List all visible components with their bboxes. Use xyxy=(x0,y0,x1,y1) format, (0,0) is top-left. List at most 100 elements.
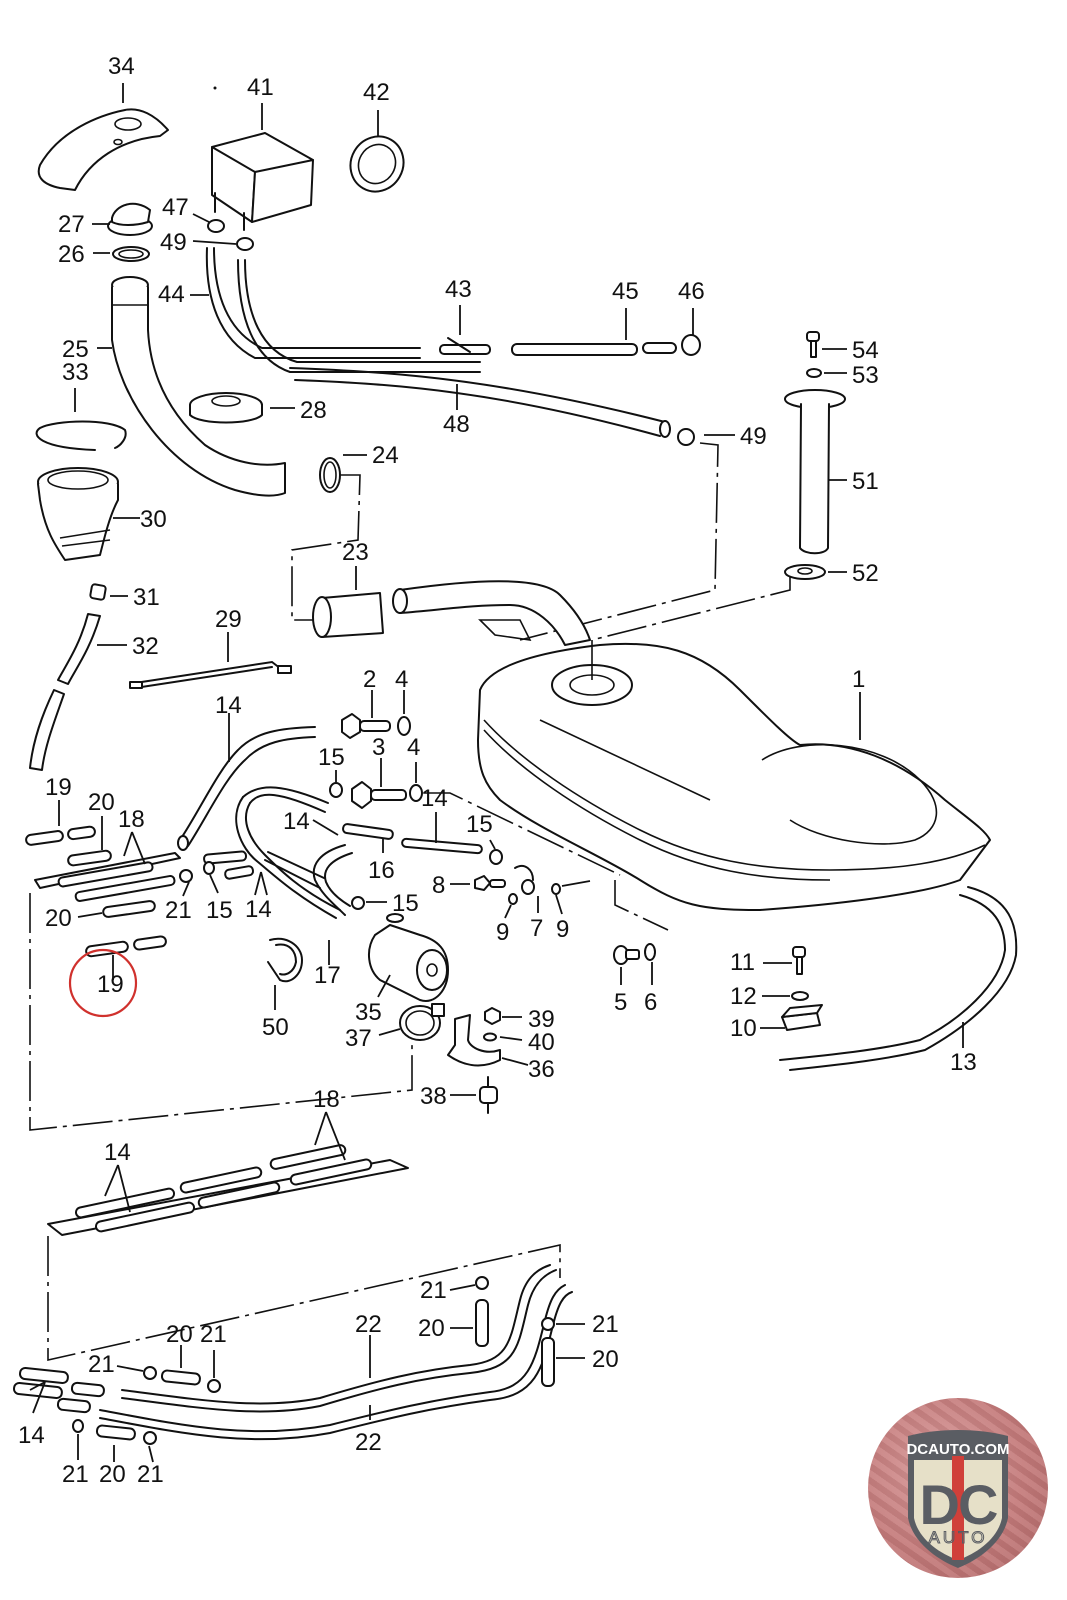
callout-14-straight[interactable]: 14 xyxy=(421,785,448,812)
part-44-vent-hoses xyxy=(190,247,481,373)
callout-14-crossover[interactable]: 14 xyxy=(245,896,272,923)
callout-49-right[interactable]: 49 xyxy=(740,423,767,450)
callout-4-b[interactable]: 4 xyxy=(407,734,420,761)
part-51-fuel-sender xyxy=(784,389,847,555)
callout-14-panel[interactable]: 14 xyxy=(104,1139,131,1166)
callout-26[interactable]: 26 xyxy=(58,241,85,268)
callout-42[interactable]: 42 xyxy=(363,79,390,106)
callout-7[interactable]: 7 xyxy=(530,915,543,942)
callout-5[interactable]: 5 xyxy=(614,989,627,1016)
callout-27[interactable]: 27 xyxy=(58,211,85,238)
callout-15-c[interactable]: 15 xyxy=(392,890,419,917)
speck xyxy=(213,86,217,90)
callout-20-upper[interactable]: 20 xyxy=(88,789,115,816)
callout-21-b2[interactable]: 21 xyxy=(200,1321,227,1348)
callout-54[interactable]: 54 xyxy=(852,337,879,364)
callout-45[interactable]: 45 xyxy=(612,278,639,305)
callout-31[interactable]: 31 xyxy=(133,584,160,611)
callout-19-lower-highlighted[interactable]: 19 xyxy=(97,971,124,998)
callout-1[interactable]: 1 xyxy=(852,666,865,693)
callout-21-b6[interactable]: 21 xyxy=(592,1311,619,1338)
callout-25[interactable]: 25 xyxy=(62,336,89,363)
callout-20-b1[interactable]: 20 xyxy=(166,1321,193,1348)
logo-url: DCAUTO.COM xyxy=(906,1441,1009,1458)
callout-14-bottom[interactable]: 14 xyxy=(18,1422,45,1449)
callout-4-a[interactable]: 4 xyxy=(395,666,408,693)
part-30-filler-neck xyxy=(37,467,140,561)
callout-20-mid[interactable]: 20 xyxy=(45,905,72,932)
callout-48[interactable]: 48 xyxy=(443,411,470,438)
part-47-clip xyxy=(192,213,225,233)
callout-49-top[interactable]: 49 xyxy=(160,229,187,256)
callout-22-upper[interactable]: 22 xyxy=(355,1311,382,1338)
part-27-cap xyxy=(92,202,153,236)
callout-34[interactable]: 34 xyxy=(108,53,135,80)
part-46-plug xyxy=(681,308,701,356)
callout-15-a[interactable]: 15 xyxy=(318,744,345,771)
callout-19-upper[interactable]: 19 xyxy=(45,774,72,801)
callout-47[interactable]: 47 xyxy=(162,194,189,221)
callout-9-a[interactable]: 9 xyxy=(496,919,509,946)
callout-20-b2[interactable]: 20 xyxy=(99,1461,126,1488)
part-21-plug-b3 xyxy=(72,1419,84,1460)
callout-39[interactable]: 39 xyxy=(528,1006,555,1033)
callout-14-upper[interactable]: 14 xyxy=(215,692,242,719)
part-9-washer-b xyxy=(551,880,591,915)
callout-38[interactable]: 38 xyxy=(420,1083,447,1110)
callout-6[interactable]: 6 xyxy=(644,989,657,1016)
part-5-drain-plug xyxy=(613,945,640,985)
callout-51[interactable]: 51 xyxy=(852,468,879,495)
callout-46[interactable]: 46 xyxy=(678,278,705,305)
callout-3[interactable]: 3 xyxy=(372,734,385,761)
callout-23[interactable]: 23 xyxy=(342,539,369,566)
callout-18-left[interactable]: 18 xyxy=(118,806,145,833)
callout-9-b[interactable]: 9 xyxy=(556,916,569,943)
callout-16[interactable]: 16 xyxy=(368,857,395,884)
callout-13[interactable]: 13 xyxy=(950,1049,977,1076)
callout-17[interactable]: 17 xyxy=(314,962,341,989)
callout-11[interactable]: 11 xyxy=(730,949,755,976)
callout-35[interactable]: 35 xyxy=(355,999,382,1026)
callout-20-b4[interactable]: 20 xyxy=(592,1346,619,1373)
part-21-plug-b4 xyxy=(143,1431,157,1463)
callout-29[interactable]: 29 xyxy=(215,606,242,633)
part-35-fuel-pump xyxy=(368,913,449,1002)
callout-21-b4[interactable]: 21 xyxy=(137,1461,164,1488)
part-15-clip-b xyxy=(489,839,503,865)
callout-53[interactable]: 53 xyxy=(852,362,879,389)
callout-20-b3[interactable]: 20 xyxy=(418,1315,445,1342)
callout-21-b5[interactable]: 21 xyxy=(420,1277,447,1304)
part-14-hoses-bottom xyxy=(12,1367,105,1414)
callout-18-panel[interactable]: 18 xyxy=(313,1086,340,1113)
callout-21-upper[interactable]: 21 xyxy=(165,897,192,924)
part-29-ground-strap xyxy=(129,632,292,689)
callout-50[interactable]: 50 xyxy=(262,1014,289,1041)
callout-52[interactable]: 52 xyxy=(852,560,879,587)
callout-22-lower[interactable]: 22 xyxy=(355,1429,382,1456)
callout-21-b1[interactable]: 21 xyxy=(88,1351,115,1378)
part-32-drain-hose xyxy=(29,613,127,771)
callout-30[interactable]: 30 xyxy=(140,506,167,533)
logo-monogram: DC xyxy=(920,1473,997,1536)
callout-8[interactable]: 8 xyxy=(432,872,445,899)
callout-37[interactable]: 37 xyxy=(345,1025,372,1052)
callout-15-d[interactable]: 15 xyxy=(206,897,233,924)
callout-40[interactable]: 40 xyxy=(528,1029,555,1056)
callout-36[interactable]: 36 xyxy=(528,1056,555,1083)
callout-33[interactable]: 33 xyxy=(62,359,89,386)
callout-2[interactable]: 2 xyxy=(363,666,376,693)
callout-15-b[interactable]: 15 xyxy=(466,811,493,838)
callout-14-loop[interactable]: 14 xyxy=(283,808,310,835)
callout-24[interactable]: 24 xyxy=(372,442,399,469)
part-9-washer-a xyxy=(504,893,518,919)
callout-12[interactable]: 12 xyxy=(730,983,757,1010)
part-6-washer xyxy=(644,943,656,985)
part-20-hose-b1 xyxy=(160,1345,201,1386)
callout-32[interactable]: 32 xyxy=(132,633,159,660)
callout-21-b3[interactable]: 21 xyxy=(62,1461,89,1488)
callout-41[interactable]: 41 xyxy=(247,74,274,101)
callout-28[interactable]: 28 xyxy=(300,397,327,424)
callout-44[interactable]: 44 xyxy=(158,281,185,308)
callout-43[interactable]: 43 xyxy=(445,276,472,303)
callout-10[interactable]: 10 xyxy=(730,1015,757,1042)
